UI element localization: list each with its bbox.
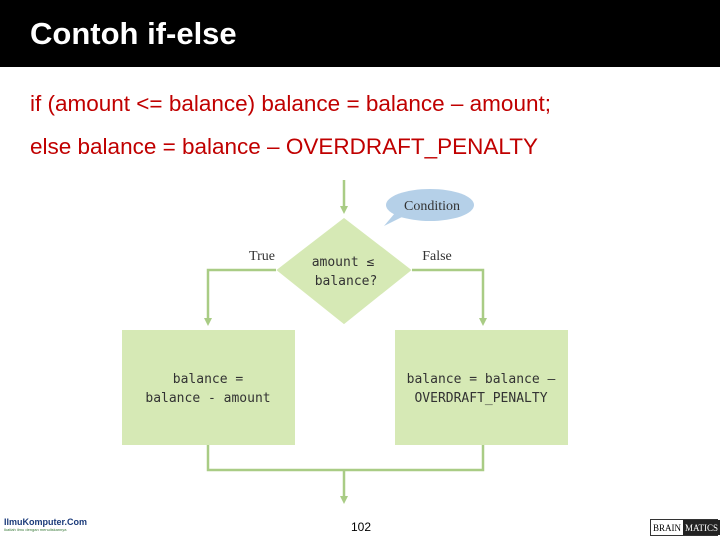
- true-box-text-line-1: balance =: [173, 372, 244, 387]
- true-branch-line: [204, 268, 276, 326]
- false-branch-line: [412, 268, 487, 326]
- false-box-text-line-2: OVERDRAFT_PENALTY: [414, 391, 547, 406]
- callout-text: Condition: [404, 199, 460, 214]
- brainmatics-logo-text-b: MATICS: [683, 520, 720, 535]
- code-line-if: if (amount <= balance) balance = balance…: [30, 91, 551, 116]
- ilmukomputer-logo-text: IlmuKomputer.Com: [4, 517, 88, 527]
- true-action-box: [122, 330, 295, 445]
- false-label: False: [422, 249, 452, 264]
- condition-callout: [386, 189, 474, 221]
- ilmukomputer-logo: IlmuKomputer.Com Ikatlah ilmu dengan men…: [4, 517, 88, 538]
- brainmatics-logo: BRAIN MATICS: [650, 519, 720, 536]
- false-box-text-line-1: balance = balance –: [407, 372, 556, 387]
- decision-diamond: [271, 214, 417, 328]
- merge-line: [206, 445, 485, 472]
- true-label: True: [249, 249, 275, 264]
- decision-text-line-2: balance?: [315, 274, 378, 289]
- brainmatics-logo-text-a: BRAIN: [651, 520, 684, 535]
- slide-title: Contoh if-else: [30, 16, 237, 51]
- ilmukomputer-logo-tagline: Ikatlah ilmu dengan menuliskannya: [4, 527, 67, 532]
- false-action-box: [395, 330, 568, 445]
- title-bar: [0, 0, 720, 67]
- callout-pointer: [384, 213, 404, 226]
- code-line-else: else balance = balance – OVERDRAFT_PENAL…: [30, 134, 538, 159]
- decision-text-line-1: amount ≤: [312, 255, 375, 270]
- page-number: 102: [351, 520, 372, 534]
- true-box-text-line-2: balance - amount: [145, 391, 270, 406]
